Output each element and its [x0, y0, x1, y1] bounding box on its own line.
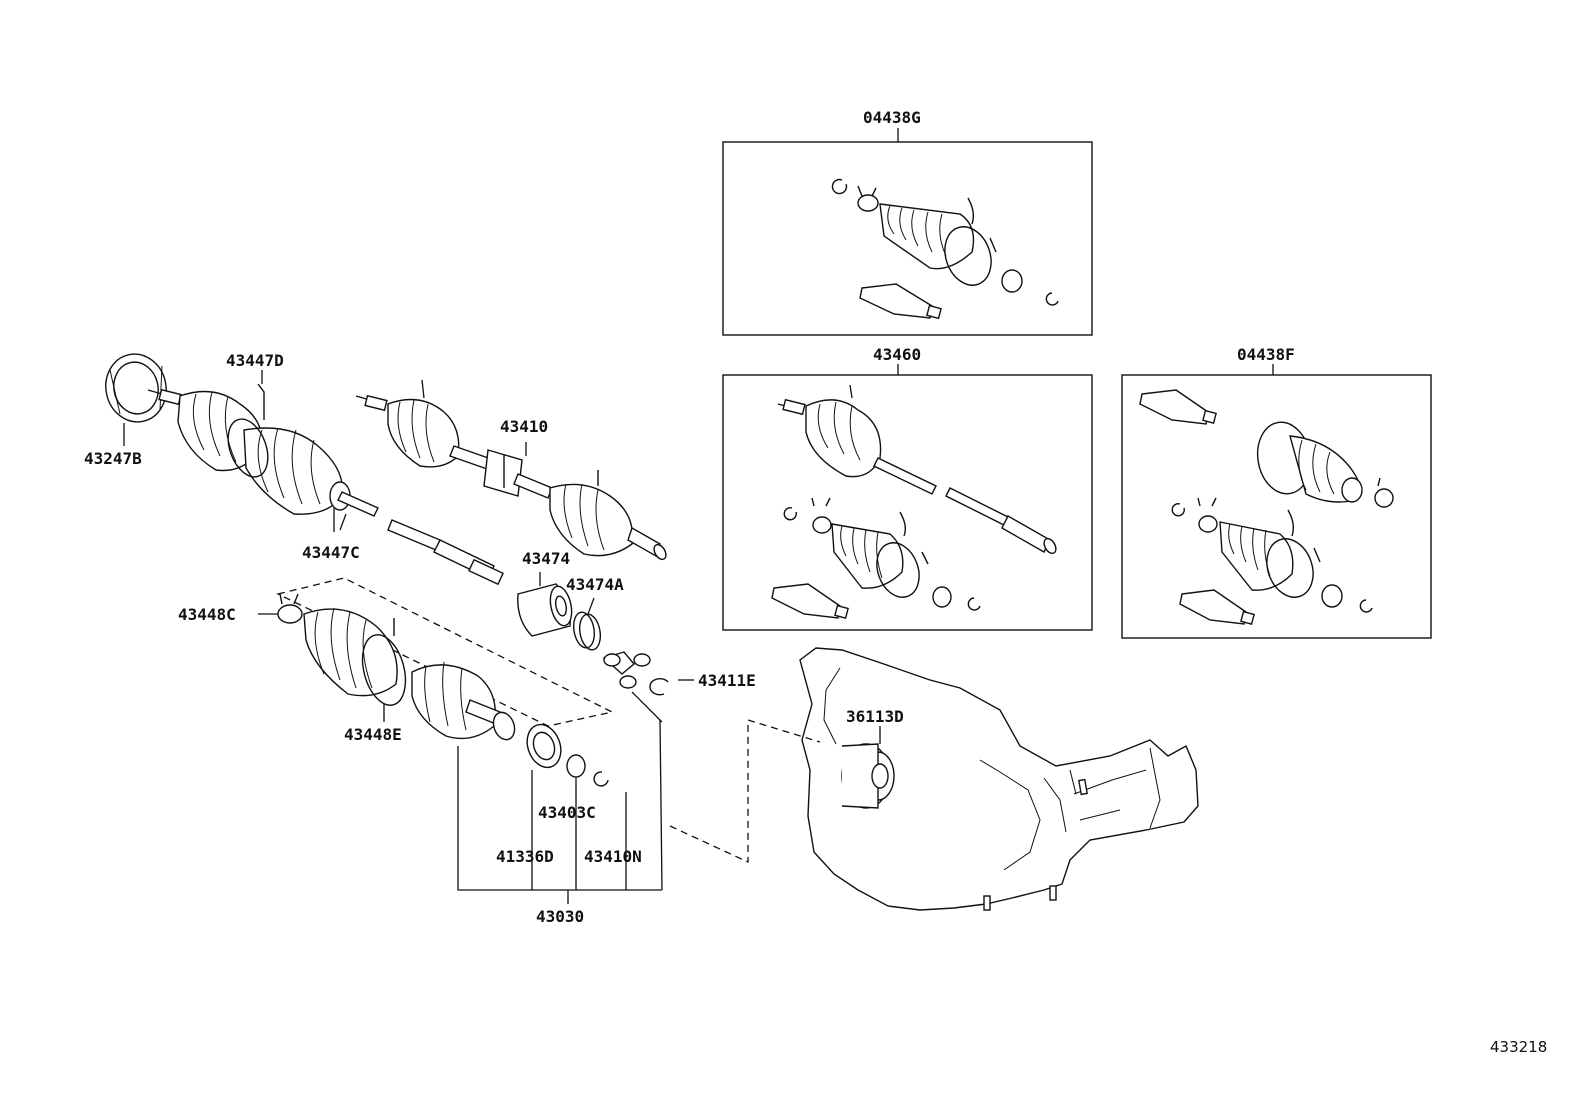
label-41336D: 41336D	[496, 847, 554, 866]
label-43448C: 43448C	[178, 605, 236, 624]
label-43447D: 43447D	[226, 351, 284, 370]
part-43247B-seal[interactable]	[100, 349, 173, 446]
part-43447C-shaft[interactable]	[387, 519, 504, 586]
part-41336D-seal[interactable]	[521, 720, 566, 772]
kit-box-43460[interactable]	[722, 364, 1093, 631]
label-43447C: 43447C	[302, 543, 360, 562]
part-43448C-clamp[interactable]	[258, 593, 303, 624]
label-43448E: 43448E	[344, 725, 402, 744]
label-43460: 43460	[873, 345, 921, 364]
transmission-housing[interactable]	[799, 647, 1199, 911]
label-43410: 43410	[500, 417, 548, 436]
kit-box-04438G[interactable]	[722, 128, 1093, 336]
label-43403C: 43403C	[538, 803, 596, 822]
part-36113D-seal[interactable]	[841, 726, 895, 809]
part-43410N-snap-ring[interactable]	[593, 771, 609, 787]
label-43247B: 43247B	[84, 449, 142, 468]
leader-tripod	[631, 691, 663, 723]
label-36113D: 36113D	[846, 707, 904, 726]
part-tripod-joint[interactable]	[602, 651, 651, 689]
part-43474-damper[interactable]	[517, 572, 575, 637]
label-04438F: 04438F	[1237, 345, 1295, 364]
part-43474A-ring[interactable]	[571, 597, 603, 651]
connector-to-transmission	[669, 719, 821, 864]
label-04438G: 04438G	[863, 108, 921, 127]
label-43411E: 43411E	[698, 671, 756, 690]
part-43403C-ring[interactable]	[566, 754, 586, 778]
part-43448E-boot[interactable]	[303, 607, 518, 743]
part-43411E-snap-ring[interactable]	[649, 678, 694, 696]
label-43410N: 43410N	[584, 847, 642, 866]
leader-43030-bracket	[457, 719, 663, 904]
part-43447D-boot-assembly[interactable]	[147, 370, 379, 532]
label-43474: 43474	[522, 549, 570, 568]
label-43030: 43030	[536, 907, 584, 926]
label-43474A: 43474A	[566, 575, 624, 594]
diagram-ref-number: 433218	[1490, 1038, 1547, 1056]
kit-box-04438F[interactable]	[1121, 364, 1432, 639]
leader-43447C	[339, 513, 347, 531]
part-43410-shaft-assembly[interactable]	[355, 379, 668, 561]
